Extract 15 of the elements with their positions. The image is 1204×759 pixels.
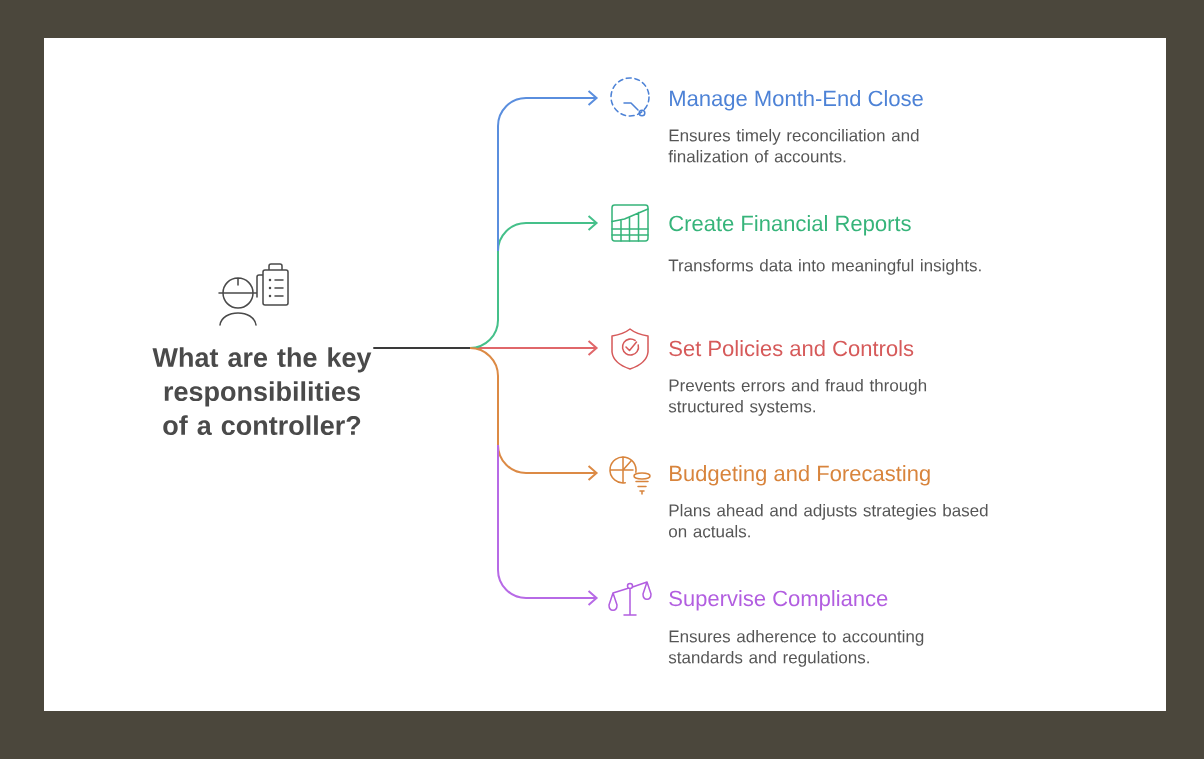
step-title: Manage Month-End Close — [670, 90, 923, 111]
step-title: Create Financial Reports — [669, 215, 911, 236]
step-description: Ensures timely reconciliation and finalization of accounts. — [668, 128, 919, 163]
step-description: Ensures adherence to accounting standards and regulations. — [668, 629, 924, 667]
step-description: Transforms data into meaningful insights. — [668, 258, 981, 275]
step-title: Budgeting and Forecasting — [670, 465, 930, 486]
step-description: Plans ahead and adjusts strategies based on actuals. — [669, 503, 988, 538]
step-title: Supervise Compliance — [669, 590, 888, 611]
step-title: Set Policies and Controls — [669, 340, 914, 357]
question-text: What are the key responsibilities of a controller? — [152, 347, 372, 436]
connector-arrow — [497, 444, 599, 606]
connector-trunk — [372, 347, 471, 349]
connector-arrow — [497, 90, 599, 252]
step-description: Prevents errors and fraud through structured systems. — [668, 378, 927, 416]
connector-trunk — [469, 347, 499, 446]
